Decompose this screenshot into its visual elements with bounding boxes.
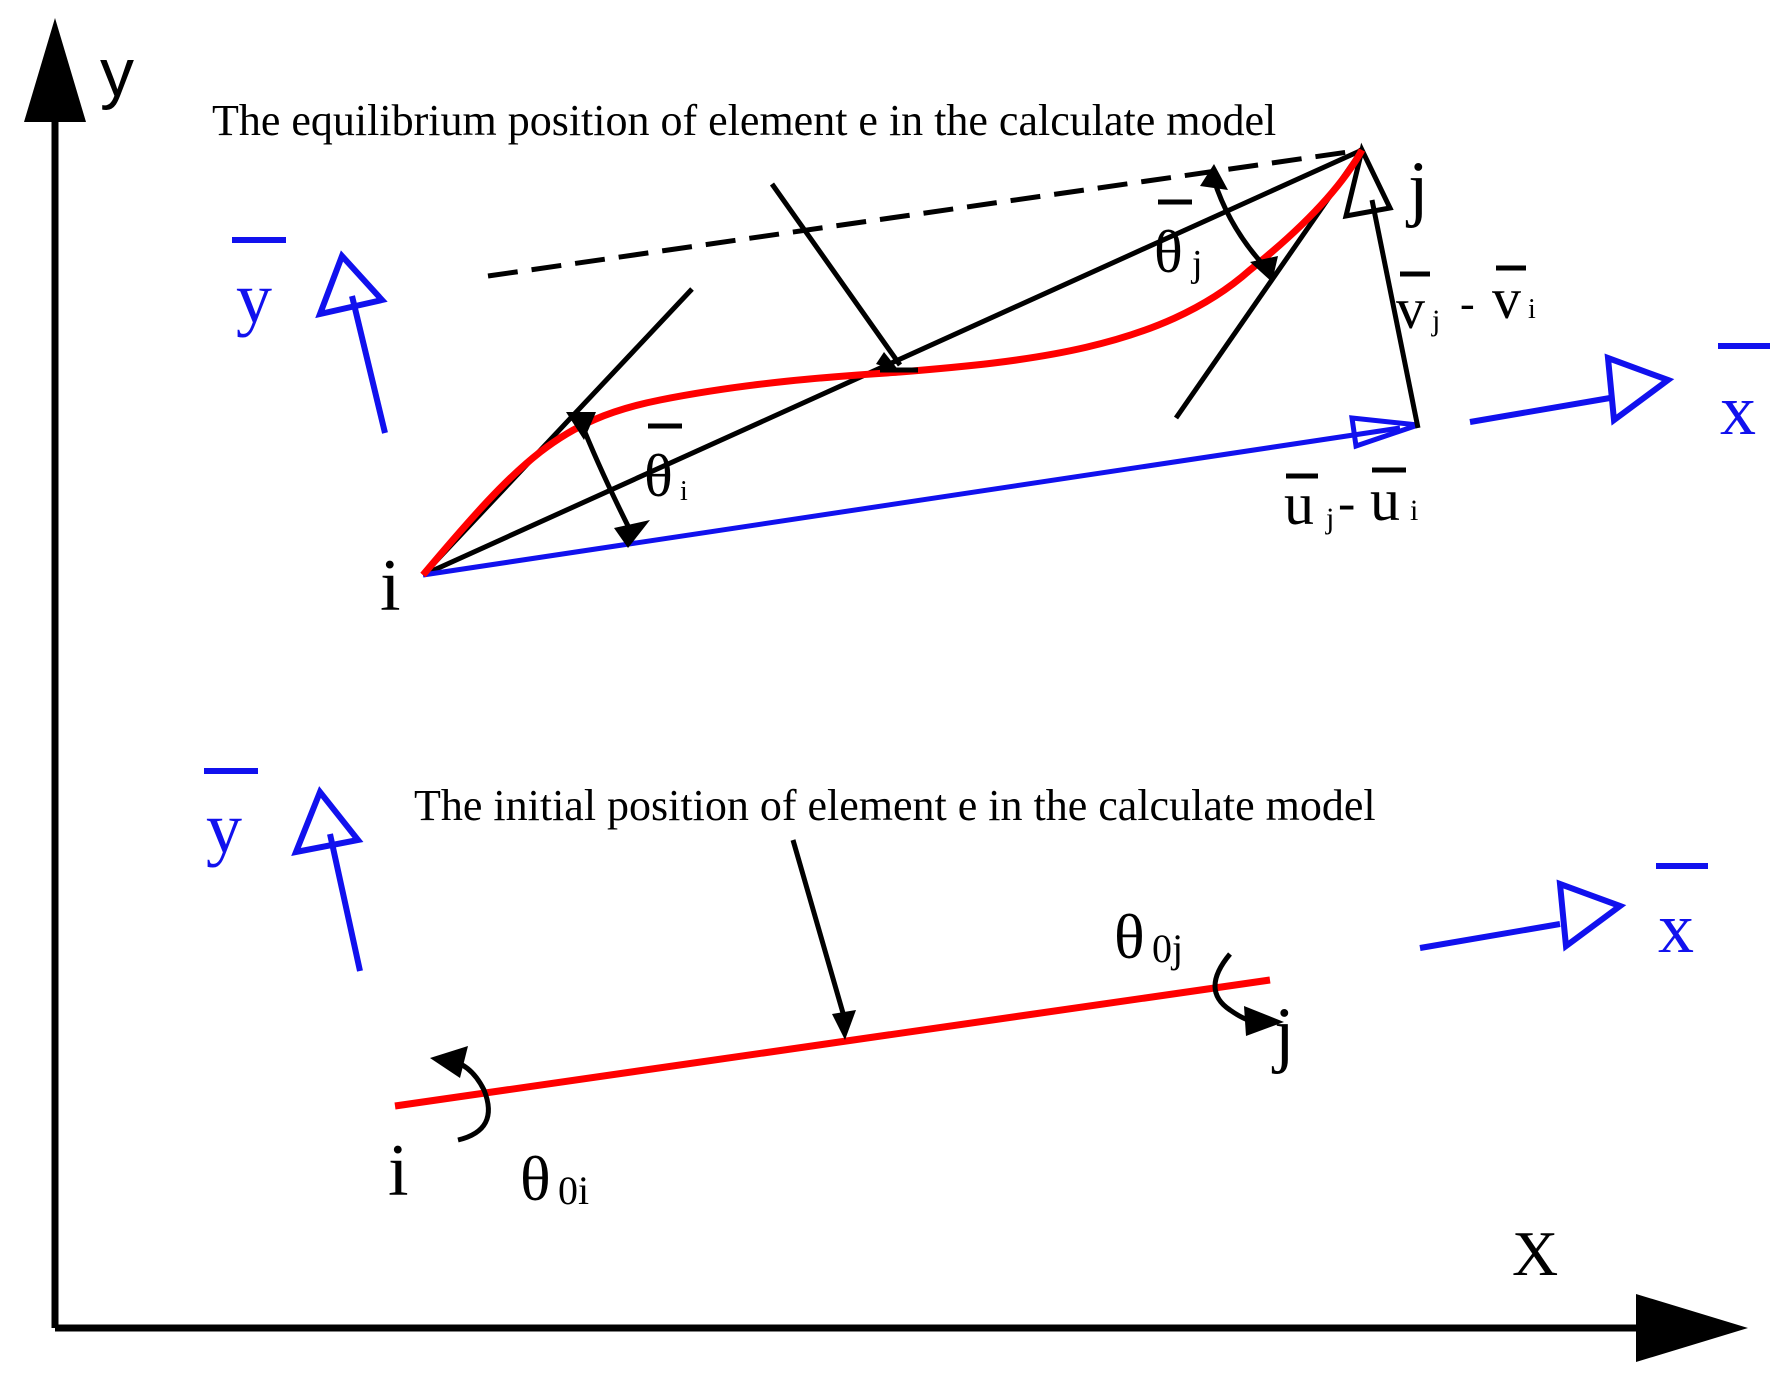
initial-title: The initial position of element e in the… [414,781,1376,830]
local-y-axis-bottom [327,833,363,972]
reference-dashed-line [487,147,1363,279]
v-displacement-arrowhead [1342,142,1394,220]
u-j-subscript: j [1325,502,1334,535]
global-y-label: y [100,35,134,111]
theta-j-arrowhead-bottom [1250,256,1278,282]
local-y-label-bottom: y [206,788,242,868]
local-y-label-top: y [236,258,272,338]
theta-0j-arrowhead [1244,1006,1284,1036]
equilibrium-node-j-label: j [1405,147,1429,229]
theta-j-subscript: j [1190,243,1203,285]
v-i-symbol: v [1492,266,1521,331]
local-x-label-top: x [1720,370,1756,450]
equilibrium-node-i-label: i [380,545,401,627]
local-x-axis-top [1469,395,1611,425]
global-x-arrowhead [1636,1294,1748,1362]
initial-node-i-label: i [388,1130,409,1212]
local-y-arrowhead-top [315,250,388,319]
initial-node-j-label: j [1271,993,1295,1075]
local-x-axis-bottom [1419,921,1561,951]
local-x-arrowhead-bottom [1556,879,1627,952]
pointer-arrow-equilibrium [769,182,903,367]
u-j-symbol: u [1284,471,1314,537]
pointer-arrowhead-equilibrium [876,352,900,372]
theta-i-subscript: i [680,476,688,507]
element-chord [421,147,1364,578]
v-j-subscript: j [1431,304,1440,337]
u-displacement-arrowhead [1349,415,1419,450]
local-y-arrowhead-bottom [291,786,364,856]
equilibrium-title: The equilibrium position of element e in… [212,96,1276,145]
theta-0i-arrowhead [430,1046,468,1078]
v-j-symbol: v [1396,276,1425,341]
v-i-subscript: i [1528,294,1536,325]
v-displacement-line [1369,199,1421,429]
v-difference-minus: - [1460,279,1475,328]
theta-i-arrowhead-top [566,412,596,440]
theta-0i-subscript: 0i [558,1168,589,1213]
theta-j-arrowhead-top [1200,164,1228,190]
pointer-arrow-initial [790,839,848,1021]
u-displacement-line [422,425,1401,578]
theta-i-symbol: θ [644,443,673,509]
theta-0j-subscript: 0j [1152,926,1183,971]
u-i-symbol: u [1370,467,1400,533]
local-x-label-bottom: x [1658,888,1694,968]
initial-element [394,976,1271,1110]
theta-i-arrowhead-bottom [614,520,650,548]
theta-j-symbol: θ [1154,219,1183,285]
global-y-arrowhead [24,18,86,122]
local-x-arrowhead-top [1604,353,1675,426]
theta-i-arc [577,419,633,532]
u-difference-minus: - [1338,475,1355,532]
global-x-label: X [1512,1218,1558,1289]
theta-0i-symbol: θ [520,1143,551,1214]
u-i-subscript: i [1410,494,1418,527]
pointer-arrowhead-initial [832,1010,856,1040]
theta-0j-symbol: θ [1114,901,1145,972]
local-y-axis-top [349,295,388,434]
